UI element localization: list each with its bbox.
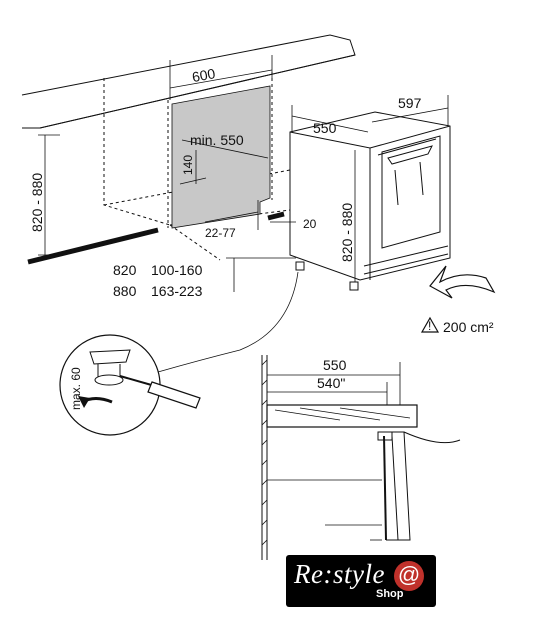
width-600-dimension: 600 [169, 55, 273, 100]
worktop [21, 34, 356, 129]
min-depth-dimension: min. 550 [181, 132, 269, 159]
niche-back-panel [171, 85, 271, 229]
section-540-label: 540" [317, 375, 345, 391]
width-niche-label: 600 [191, 65, 217, 85]
ventilation-note: ! 200 cm² [420, 316, 494, 335]
height-dimension-left: 820 - 880 [29, 134, 60, 256]
appliance-width-dimension: 597 [371, 95, 449, 126]
logo-sub: Shop [376, 588, 404, 600]
plinth-bar [27, 211, 285, 265]
table-row1-height: 820 [113, 262, 137, 278]
restyle-shop-logo: Re:style @ Shop [286, 555, 436, 607]
foot-adjust-detail: max. 60 [59, 334, 201, 436]
plinth-range-dimension: 22-77 [204, 200, 259, 240]
max-60-label: max. 60 [69, 367, 83, 410]
gap-140-label: 140 [181, 155, 195, 175]
section-view: 550 540" [261, 355, 461, 560]
height-range-right-label: 820 - 880 [339, 203, 355, 262]
ventilation-label: 200 cm² [443, 319, 494, 335]
height-dimension-right: 820 - 880 [339, 150, 356, 282]
gap-20-dimension: 20 [270, 217, 317, 231]
min-depth-label: min. 550 [190, 132, 244, 148]
width-appliance-label: 597 [398, 95, 422, 111]
logo-brand: Re:style [294, 559, 385, 589]
gap-140-dimension: 140 [179, 150, 207, 185]
plinth-range-label: 22-77 [205, 226, 236, 240]
depth-appliance-label: 550 [313, 120, 337, 136]
gap-20-label: 20 [303, 217, 317, 231]
rotate-arrow-icon [78, 396, 113, 408]
foot-height-table: 820 100-160 880 163-223 [113, 257, 296, 299]
appliance-body [289, 111, 451, 291]
airflow-arrow-icon [429, 265, 496, 299]
table-row1-range: 100-160 [151, 262, 203, 278]
warning-icon: ! [420, 316, 440, 333]
screwdriver-icon [119, 375, 201, 409]
svg-text:!: ! [428, 319, 431, 333]
logo-at-icon: @ [394, 561, 424, 591]
height-range-left-label: 820 - 880 [29, 173, 45, 232]
appliance-depth-dimension: 550 [291, 105, 369, 136]
section-550-label: 550 [323, 357, 347, 373]
table-row2-range: 163-223 [151, 283, 203, 299]
detail-leader-line [157, 271, 299, 373]
table-row2-height: 880 [113, 283, 137, 299]
